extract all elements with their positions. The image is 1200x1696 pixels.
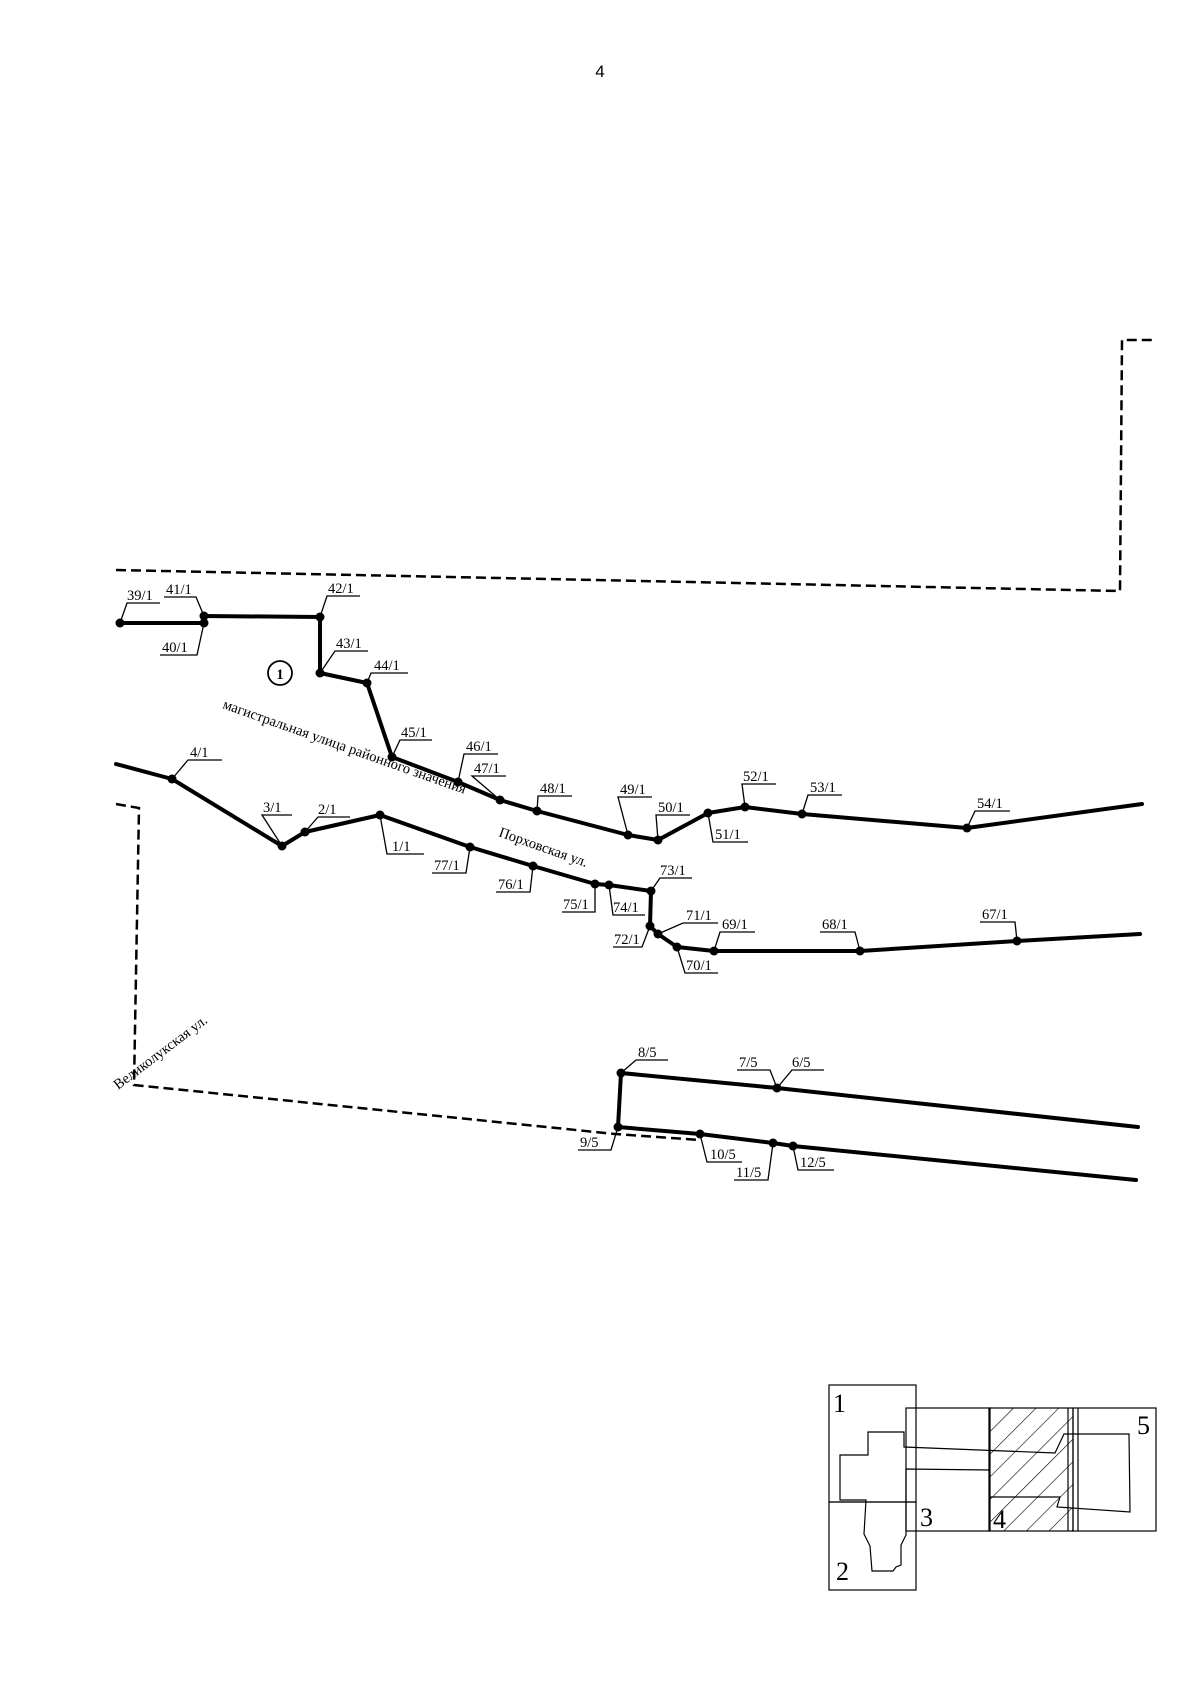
line-south-a bbox=[619, 1071, 1140, 1129]
index-label-4: 4 bbox=[993, 1505, 1006, 1534]
index-sheet-2 bbox=[828, 1501, 917, 1591]
point-label: 70/1 bbox=[686, 958, 712, 974]
point-label: 10/5 bbox=[710, 1147, 736, 1163]
point-label: 40/1 bbox=[162, 640, 188, 656]
point-labels: 39/1 41/1 40/1 42/1 43/1 44/1 45/1 46/1 … bbox=[127, 581, 1008, 1181]
points bbox=[115, 611, 1022, 1151]
zone-marker: 1 bbox=[267, 660, 293, 686]
point-label: 11/5 bbox=[736, 1165, 761, 1181]
point-label: 53/1 bbox=[810, 780, 836, 796]
point-label: 77/1 bbox=[434, 858, 460, 874]
leader-lines bbox=[119, 595, 1018, 1181]
point-label: 47/1 bbox=[474, 761, 500, 777]
street-name-porkhovskaya: Порховская ул. bbox=[497, 825, 590, 871]
point-label: 68/1 bbox=[822, 917, 848, 933]
index-hatched-sheet bbox=[988, 1407, 1074, 1532]
point-label: 71/1 bbox=[686, 908, 712, 924]
street-name-velikolukskaya: Великолукская ул. bbox=[111, 1012, 211, 1093]
point-label: 52/1 bbox=[743, 769, 769, 785]
point-label: 44/1 bbox=[374, 658, 400, 674]
point-label: 48/1 bbox=[540, 781, 566, 797]
point-label: 42/1 bbox=[328, 581, 354, 597]
street-name-main: магистральная улица районного значения bbox=[221, 697, 469, 798]
point-label: 46/1 bbox=[466, 739, 492, 755]
point-label: 51/1 bbox=[715, 827, 741, 843]
point-label: 67/1 bbox=[982, 907, 1008, 923]
point-label: 43/1 bbox=[336, 636, 362, 652]
point-label: 49/1 bbox=[620, 782, 646, 798]
point-label: 1/1 bbox=[392, 839, 411, 855]
point-label: 50/1 bbox=[658, 800, 684, 816]
boundary-north bbox=[115, 338, 1155, 593]
point-label: 8/5 bbox=[638, 1045, 657, 1061]
index-label-5: 5 bbox=[1137, 1411, 1150, 1440]
point-label: 72/1 bbox=[614, 932, 640, 948]
point-label: 9/5 bbox=[580, 1135, 599, 1151]
zone-marker-number: 1 bbox=[276, 667, 283, 683]
point-label: 12/5 bbox=[800, 1155, 826, 1171]
page-number: 4 bbox=[595, 62, 605, 81]
point-label: 4/1 bbox=[190, 745, 209, 761]
red-lines bbox=[114, 614, 1144, 1182]
point-label: 45/1 bbox=[401, 725, 427, 741]
index-outline bbox=[839, 1431, 1131, 1572]
point-label: 74/1 bbox=[613, 900, 639, 916]
point-label: 3/1 bbox=[263, 800, 282, 816]
index-map: 1 2 3 4 5 bbox=[828, 1384, 1157, 1591]
index-sheet-5 bbox=[1072, 1407, 1157, 1532]
point-label: 75/1 bbox=[563, 897, 589, 913]
point-label: 2/1 bbox=[318, 802, 337, 818]
point-label: 39/1 bbox=[127, 588, 153, 604]
point-label: 54/1 bbox=[977, 796, 1003, 812]
zone-marker-circle bbox=[267, 660, 293, 686]
line-8-5 bbox=[616, 1071, 623, 1129]
point-label: 69/1 bbox=[722, 917, 748, 933]
street-names: магистральная улица районного значения П… bbox=[111, 697, 590, 1094]
index-label-3: 3 bbox=[920, 1503, 933, 1532]
point-label: 7/5 bbox=[739, 1055, 758, 1071]
point-label: 73/1 bbox=[660, 863, 686, 879]
index-label-2: 2 bbox=[836, 1557, 849, 1586]
index-label-1: 1 bbox=[833, 1389, 846, 1418]
boundary-west bbox=[115, 802, 701, 1142]
point-label: 6/5 bbox=[792, 1055, 811, 1071]
boundary-lines bbox=[115, 338, 1155, 1142]
point-label: 41/1 bbox=[166, 582, 192, 598]
point-label: 76/1 bbox=[498, 877, 524, 893]
